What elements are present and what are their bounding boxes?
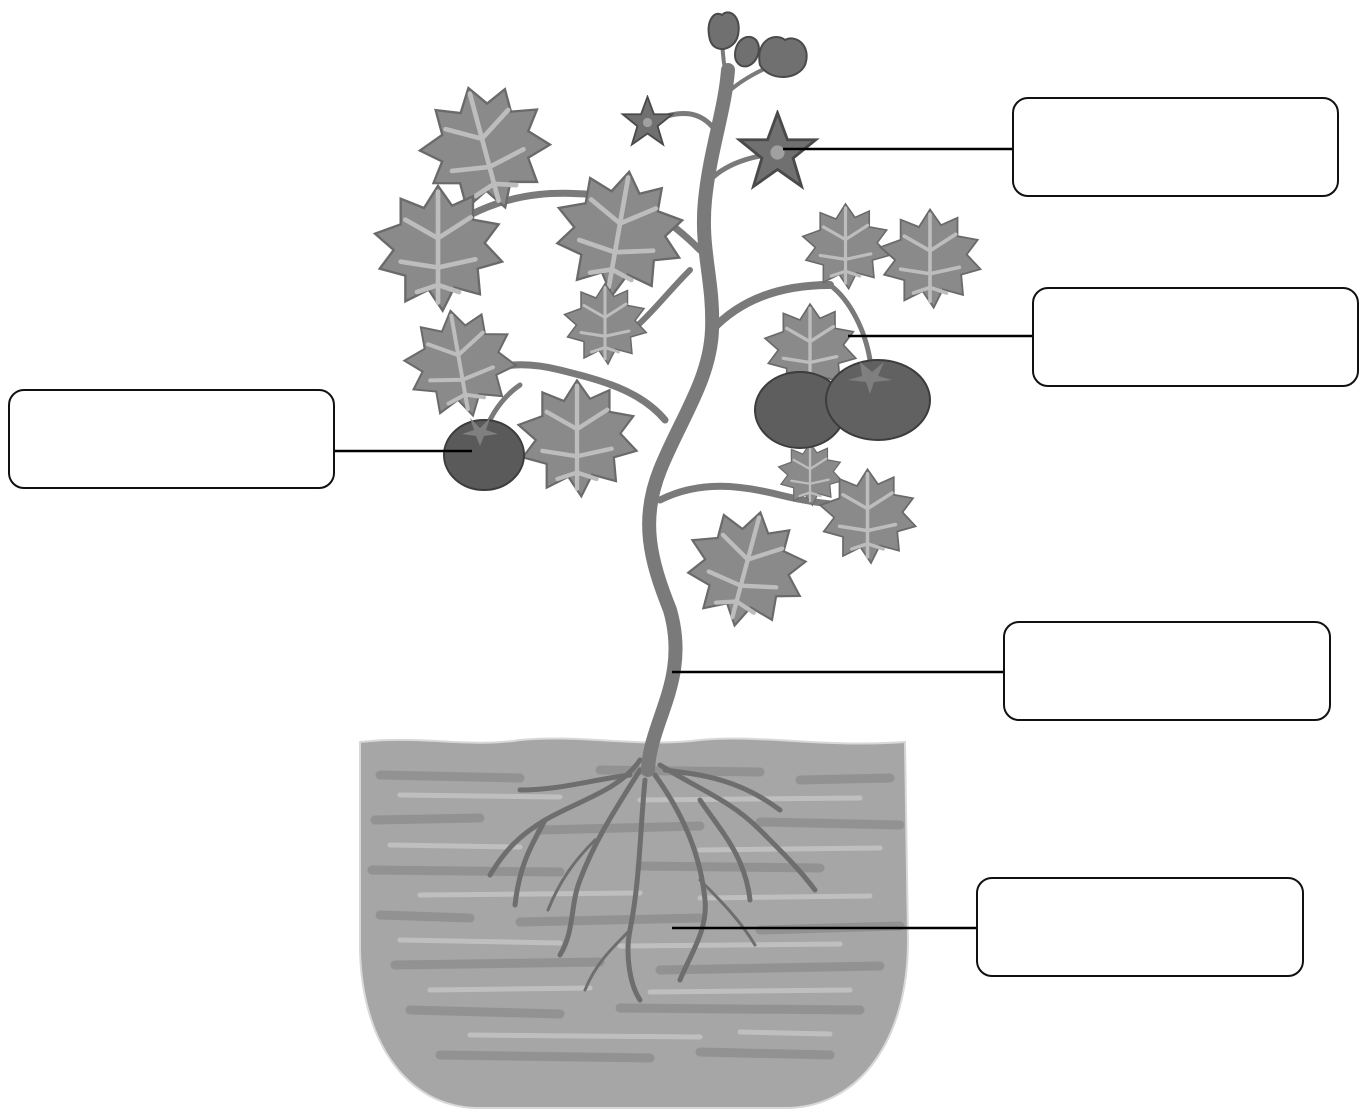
- label-box-root[interactable]: [976, 877, 1304, 977]
- soil: [359, 737, 910, 1109]
- pointer-lines: [335, 147, 1032, 930]
- roots: [487, 757, 818, 1003]
- label-box-stem[interactable]: [1003, 621, 1331, 721]
- leaves: [375, 71, 983, 639]
- label-box-flower[interactable]: [1012, 97, 1339, 197]
- flowers: [621, 11, 818, 188]
- label-box-fruit[interactable]: [8, 389, 335, 489]
- fruits: [443, 359, 931, 491]
- label-box-leaf[interactable]: [1032, 287, 1359, 387]
